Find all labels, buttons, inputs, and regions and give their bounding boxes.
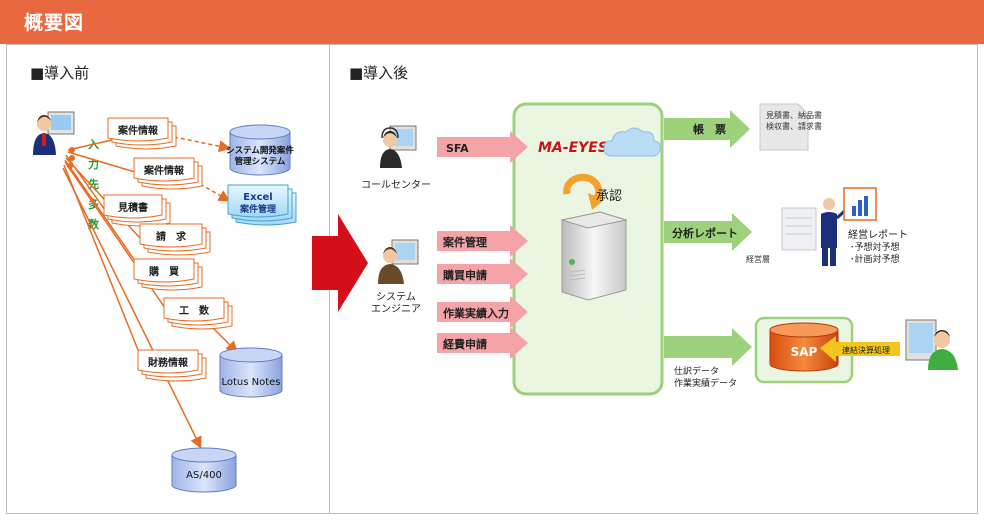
vertical-label-3: 先 (88, 177, 99, 191)
report-desc-2: ･予想対予想 (850, 241, 900, 253)
sap-label: SAP (791, 345, 818, 359)
doc-case-info-2 (133, 157, 203, 190)
doc-label-2: 案件情報 (143, 164, 185, 177)
doc-purchase (133, 258, 203, 291)
doc-label-5: 購 買 (148, 265, 179, 278)
input-label-purchase: 購買申請 (442, 268, 487, 282)
server-icon (560, 211, 628, 301)
doc-label-7: 財務情報 (147, 356, 189, 369)
report-board-icon (781, 207, 817, 251)
doc-label-4: 請 求 (156, 230, 187, 243)
excel-line2: 案件管理 (239, 203, 276, 215)
chart-board-icon (843, 187, 877, 221)
input-label-case: 案件管理 (442, 235, 487, 249)
db-as400: AS/400 (171, 447, 237, 493)
sap-desc-2: 作業実績データ (674, 377, 737, 389)
db-lotus-notes: Lotus Notes (219, 347, 283, 398)
input-arrow-case (437, 225, 528, 257)
page-title: 概要図 (24, 12, 85, 34)
cloud-icon (603, 127, 661, 157)
output-label-report: 分析レポート (672, 226, 738, 240)
management-label: 経営層 (746, 254, 770, 264)
engineer-label-2: エンジニア (371, 304, 421, 315)
after-title: ■導入後 (349, 64, 409, 82)
output-arrow-forms (664, 110, 750, 148)
output-arrow-sap (664, 328, 752, 366)
before-title: ■導入前 (30, 64, 90, 82)
output-arrow-report (664, 213, 752, 251)
ma-eyes-logo: MA-EYES (538, 140, 608, 156)
accountant-icon (905, 319, 958, 370)
approval-label: 承認 (596, 188, 622, 204)
input-arrow-work (437, 296, 528, 328)
vertical-label-2: 力 (88, 157, 99, 171)
lotus-label: Lotus Notes (221, 377, 280, 388)
db-dev-system: システム開発案件 管理システム (226, 124, 294, 176)
report-desc-3: ･計画対予想 (850, 253, 900, 265)
engineer-icon (378, 239, 419, 284)
db-system-line1: システム開発案件 (226, 145, 294, 156)
excel-stack: Excel 案件管理 (227, 184, 297, 226)
report-desc-1: 経営レポート (848, 228, 908, 241)
input-arrow-purchase (437, 258, 528, 290)
user-icon (33, 111, 75, 155)
input-arrow-expense (437, 327, 528, 359)
consolidation-arrow (820, 336, 900, 362)
call-center-icon (380, 125, 417, 168)
forms-desc-2: 検収書、請求書 (766, 121, 822, 131)
doc-label-1: 案件情報 (117, 124, 159, 137)
vertical-label-5: 数 (88, 217, 100, 231)
doc-case-info-1 (107, 117, 177, 150)
header-bar: 概要図 (0, 0, 984, 44)
doc-finance (137, 349, 207, 382)
approval-cycle-icon (563, 173, 604, 210)
engineer-label-1: システム (376, 291, 416, 303)
call-center-label: コールセンター (361, 179, 431, 191)
doc-quote (103, 194, 171, 227)
excel-line1: Excel (243, 192, 272, 203)
doc-label-3: 見積書 (117, 201, 148, 214)
input-label-expense: 経費申請 (443, 337, 487, 351)
output-label-forms: 帳 票 (693, 122, 726, 136)
sap-db-icon: SAP (769, 322, 839, 372)
input-arrow-sfa (437, 131, 528, 163)
doc-stack (103, 117, 233, 382)
forms-desc-1: 見積書、納品書 (766, 110, 822, 120)
doc-label-6: 工 数 (179, 304, 210, 317)
doc-hours (163, 297, 233, 330)
sap-desc-1: 仕訳データ (674, 365, 719, 377)
as400-label: AS/400 (186, 470, 222, 481)
db-system-line2: 管理システム (235, 156, 286, 167)
doc-billing (139, 223, 211, 256)
paper-doc-icon (759, 103, 809, 151)
diagram-frame (6, 44, 978, 514)
input-label-work: 作業実績入力 (443, 306, 509, 320)
consolidation-label: 連結決算処理 (842, 345, 890, 355)
transition-arrow (312, 214, 368, 312)
input-label-sfa: SFA (446, 142, 469, 155)
